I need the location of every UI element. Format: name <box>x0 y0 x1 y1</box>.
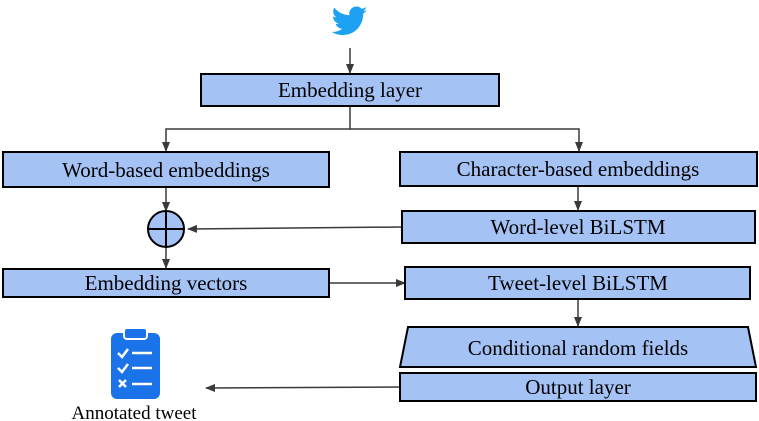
connectors <box>162 48 583 392</box>
word-bilstm-label: Word-level BiLSTM <box>490 215 665 239</box>
crf-label: Conditional random fields <box>468 336 688 360</box>
clipboard-checklist-icon <box>111 327 160 399</box>
node-word-embeddings: Word-based embeddings <box>2 151 330 188</box>
node-char-embeddings: Character-based embeddings <box>399 151 758 187</box>
arrow-output-to-annotated <box>205 383 401 392</box>
node-word-bilstm: Word-level BiLSTM <box>401 210 756 244</box>
annotated-tweet-label: Annotated tweet <box>71 403 197 421</box>
concat-plus-icon <box>147 210 185 248</box>
output-layer-label: Output layer <box>525 375 631 399</box>
word-embeddings-label: Word-based embeddings <box>62 158 270 182</box>
arrow-wordbilstm-to-plus <box>187 224 403 233</box>
node-embedding-layer: Embedding layer <box>200 73 500 107</box>
node-crf: Conditional random fields <box>398 326 758 368</box>
char-embeddings-label: Character-based embeddings <box>457 157 700 181</box>
embedding-layer-label: Embedding layer <box>278 78 422 102</box>
node-output-layer: Output layer <box>399 372 757 402</box>
embedding-vectors-label: Embedding vectors <box>85 271 248 295</box>
node-embedding-vectors: Embedding vectors <box>2 268 330 298</box>
tweet-bilstm-label: Tweet-level BiLSTM <box>488 271 668 295</box>
connector-embedding-split <box>162 106 351 152</box>
node-tweet-bilstm: Tweet-level BiLSTM <box>404 266 751 300</box>
twitter-bird-icon <box>331 6 368 36</box>
connector-embedding-to-char <box>350 128 583 152</box>
